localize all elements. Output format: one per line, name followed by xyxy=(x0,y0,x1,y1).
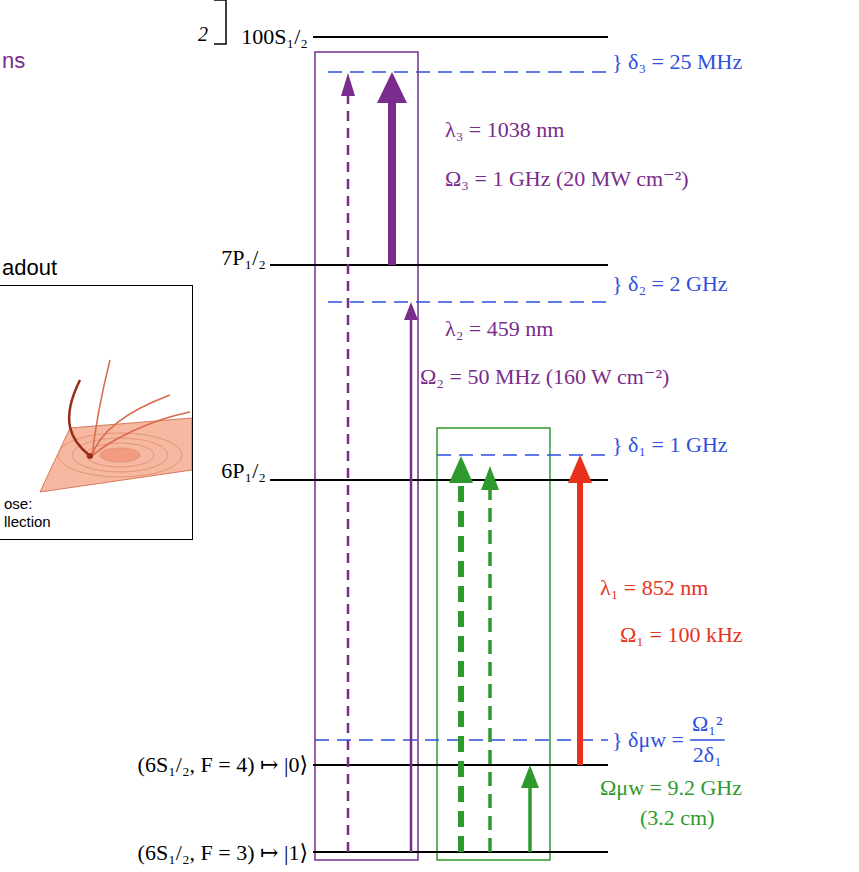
level-label: } δμw = xyxy=(612,727,684,753)
level-label: 7P₁/₂ xyxy=(221,245,266,271)
level-label: Ωμw = 9.2 GHz xyxy=(600,775,742,801)
level-label: 100S₁/₂ xyxy=(241,24,308,50)
level-label: 2 xyxy=(198,22,208,46)
level-label: λ₃ = 1038 nm xyxy=(445,117,564,143)
panel-title: adout xyxy=(2,255,57,281)
fraction-bar xyxy=(690,739,725,740)
level-label: } δ₃ = 25 MHz xyxy=(612,49,742,75)
level-label: ns xyxy=(2,48,25,74)
level-label: } δ₂ = 2 GHz xyxy=(612,271,728,297)
fraction-part: 2δ₁ xyxy=(693,742,722,768)
level-label: λ₁ = 852 nm xyxy=(600,575,708,601)
level-label: Ω₃ = 1 GHz (20 MW cm⁻²) xyxy=(445,166,689,192)
level-label: 6P₁/₂ xyxy=(221,458,266,484)
level-label: Ω₁ = 100 kHz xyxy=(620,622,743,648)
level-label: (6S₁/₂, F = 4) ↦ |0⟩ xyxy=(138,752,308,778)
level-label: (3.2 cm) xyxy=(640,805,715,831)
level-label: } δ₁ = 1 GHz xyxy=(612,432,728,458)
level-label: (6S₁/₂, F = 3) ↦ |1⟩ xyxy=(138,840,308,866)
fraction-part: Ω₁² xyxy=(692,711,723,737)
energy-levels xyxy=(270,37,608,852)
level-label: Ω₂ = 50 MHz (160 W cm⁻²) xyxy=(420,364,669,390)
readout-panel: adout ose: llection xyxy=(0,255,193,540)
bracket xyxy=(214,0,226,44)
level-label: λ₂ = 459 nm xyxy=(445,316,553,342)
green-frame xyxy=(437,428,550,860)
chip-illustration xyxy=(40,360,192,492)
panel-caption: ose: llection xyxy=(4,495,76,531)
purple-frame xyxy=(315,52,418,860)
